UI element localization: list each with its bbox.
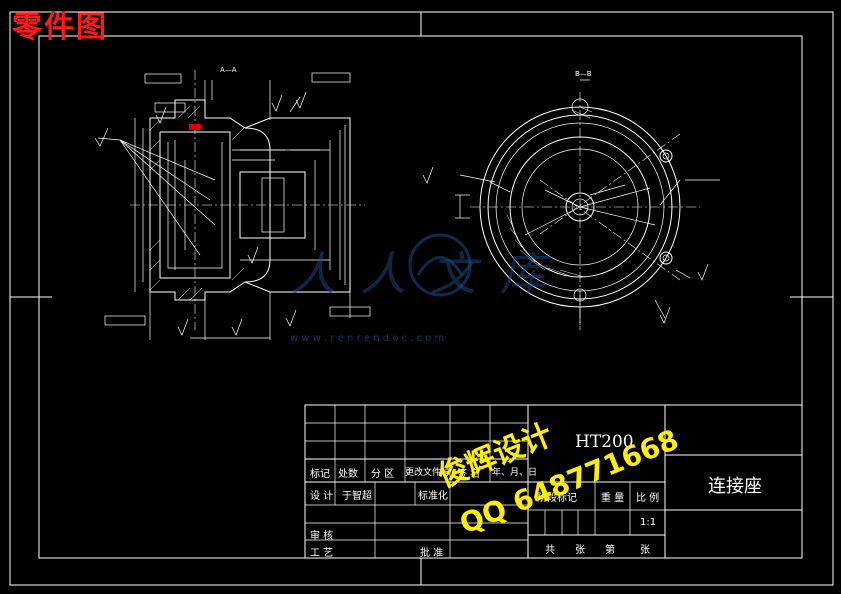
tb-material: HT200 bbox=[575, 432, 634, 452]
tb-sheets-no: 第 bbox=[605, 545, 615, 556]
page-title: 零件图 bbox=[12, 10, 108, 45]
watermark-logo bbox=[408, 233, 472, 297]
tb-process: 工 艺 bbox=[310, 548, 334, 559]
tb-standardize: 标准化 bbox=[418, 491, 448, 502]
tb-date: 年、月、日 bbox=[492, 468, 538, 478]
title-block-grid bbox=[304, 404, 803, 559]
section-a-view bbox=[94, 70, 371, 340]
tb-stage-mark: 阶段标记 bbox=[537, 493, 577, 504]
tb-signature: 签 名 bbox=[457, 469, 481, 480]
tb-weight: 重 量 bbox=[601, 493, 625, 504]
tb-designer: 于智超 bbox=[342, 491, 372, 502]
tb-approve: 批 准 bbox=[420, 548, 444, 559]
section-b-view bbox=[422, 79, 720, 330]
tb-zone: 分 区 bbox=[371, 469, 395, 480]
tb-review: 审 核 bbox=[310, 531, 334, 542]
watermark-url: w w w . r e n r e n d o c . c o m bbox=[290, 333, 445, 344]
tb-scale: 1:1 bbox=[640, 517, 657, 528]
tb-ratio: 比 例 bbox=[636, 493, 660, 504]
watermark-brand: 人人文库 bbox=[290, 247, 570, 301]
section-b-label: B—B bbox=[575, 70, 592, 78]
tb-sheets-zhang1: 张 bbox=[575, 545, 585, 556]
tb-mark: 标记 bbox=[310, 469, 330, 480]
tb-count: 处数 bbox=[338, 469, 358, 480]
tb-design-label: 设 计 bbox=[310, 491, 334, 502]
section-a-label: A—A bbox=[220, 66, 237, 74]
tb-change-doc: 更改文件号 bbox=[405, 468, 451, 478]
tb-part-name: 连接座 bbox=[708, 476, 762, 497]
tb-sheets-zhang2: 张 bbox=[640, 545, 650, 556]
tb-sheets-total: 共 bbox=[545, 545, 555, 556]
